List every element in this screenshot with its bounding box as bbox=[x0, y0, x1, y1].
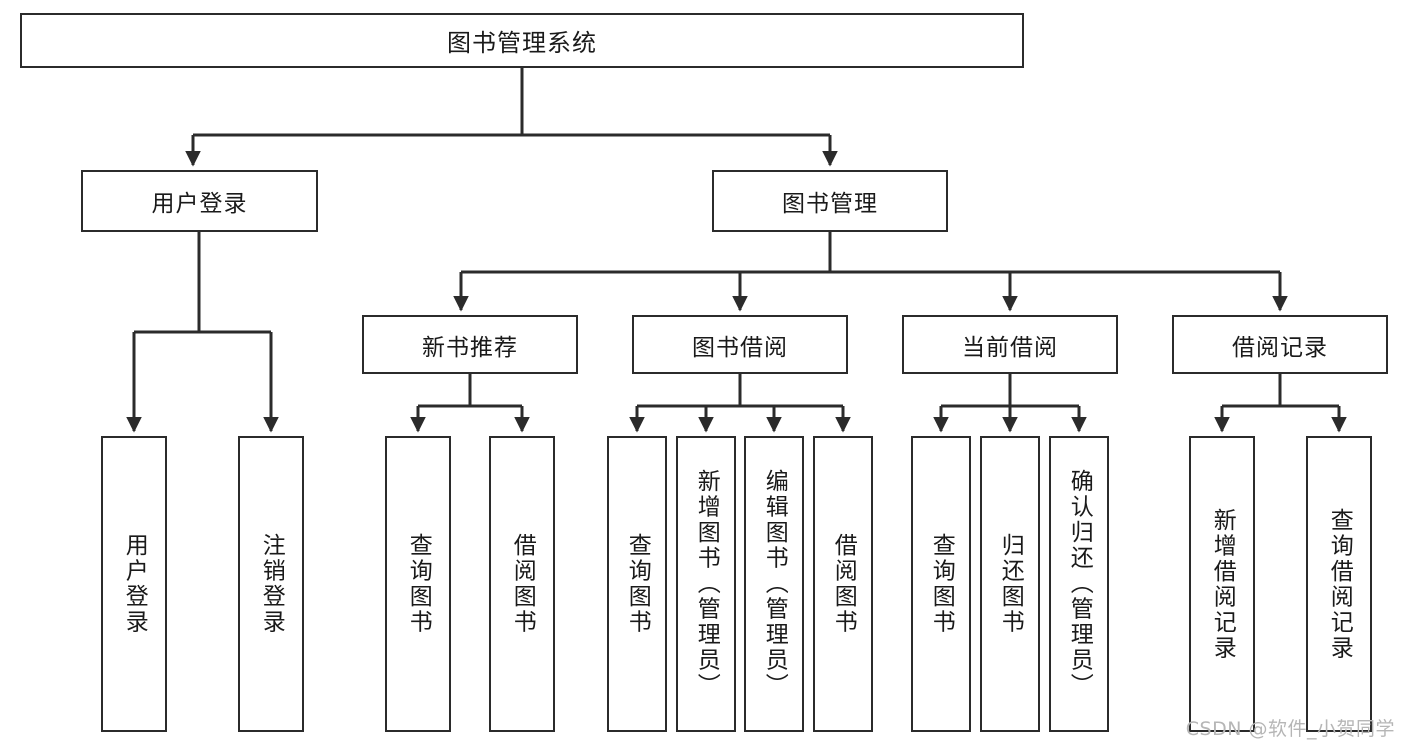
leaf-text-wrap: 查询图书 bbox=[609, 438, 665, 730]
node-label: 图书管理 bbox=[782, 191, 878, 217]
leaf-text-wrap: 新增图书（管理员） bbox=[678, 438, 734, 730]
node-new-book-recommend[interactable]: 新书推荐 bbox=[362, 315, 578, 374]
node-user-login[interactable]: 用户登录 bbox=[81, 170, 318, 232]
leaf-text-wrap: 查询借阅记录 bbox=[1308, 438, 1370, 730]
node-leaf-add-book[interactable]: 新增图书（管理员） bbox=[676, 436, 736, 732]
node-leaf-query-book-recommend[interactable]: 查询图书 bbox=[385, 436, 451, 732]
node-leaf-confirm-return[interactable]: 确认归还（管理员） bbox=[1049, 436, 1109, 732]
node-label: 借阅图书 bbox=[509, 533, 536, 635]
leaf-text-wrap: 查询图书 bbox=[913, 438, 969, 730]
leaf-text-wrap: 归还图书 bbox=[982, 438, 1038, 730]
leaf-text-wrap: 确认归还（管理员） bbox=[1051, 438, 1107, 730]
node-leaf-add-borrow-record[interactable]: 新增借阅记录 bbox=[1189, 436, 1255, 732]
node-leaf-borrow-book-recommend[interactable]: 借阅图书 bbox=[489, 436, 555, 732]
node-label: 编辑图书（管理员） bbox=[761, 469, 788, 699]
leaf-text-wrap: 新增借阅记录 bbox=[1191, 438, 1253, 730]
node-label: 图书管理系统 bbox=[447, 29, 597, 57]
node-label: 注销登录 bbox=[258, 533, 285, 635]
node-borrow-record[interactable]: 借阅记录 bbox=[1172, 315, 1388, 374]
node-leaf-borrow-book[interactable]: 借阅图书 bbox=[813, 436, 873, 732]
leaf-text-wrap: 借阅图书 bbox=[815, 438, 871, 730]
node-label: 查询借阅记录 bbox=[1326, 507, 1353, 661]
node-leaf-query-borrow-record[interactable]: 查询借阅记录 bbox=[1306, 436, 1372, 732]
node-label: 查询图书 bbox=[928, 533, 955, 635]
node-label: 查询图书 bbox=[624, 533, 651, 635]
leaf-text-wrap: 用户登录 bbox=[103, 438, 165, 730]
leaf-text-wrap: 注销登录 bbox=[240, 438, 302, 730]
node-leaf-logout[interactable]: 注销登录 bbox=[238, 436, 304, 732]
node-leaf-query-book-current[interactable]: 查询图书 bbox=[911, 436, 971, 732]
node-label: 新增图书（管理员） bbox=[693, 469, 720, 699]
node-leaf-user-login[interactable]: 用户登录 bbox=[101, 436, 167, 732]
watermark-text: CSDN @软件_小贺同学 bbox=[1185, 718, 1395, 740]
node-root-book-management-system[interactable]: 图书管理系统 bbox=[20, 13, 1024, 68]
node-label: 新书推荐 bbox=[422, 334, 518, 361]
node-label: 借阅图书 bbox=[830, 533, 857, 635]
node-label: 当前借阅 bbox=[962, 334, 1058, 361]
node-leaf-query-book-borrow[interactable]: 查询图书 bbox=[607, 436, 667, 732]
leaf-text-wrap: 查询图书 bbox=[387, 438, 449, 730]
node-book-management[interactable]: 图书管理 bbox=[712, 170, 948, 232]
node-label: 图书借阅 bbox=[692, 334, 788, 361]
node-leaf-return-book[interactable]: 归还图书 bbox=[980, 436, 1040, 732]
node-label: 新增借阅记录 bbox=[1209, 507, 1236, 661]
node-leaf-edit-book[interactable]: 编辑图书（管理员） bbox=[744, 436, 804, 732]
node-label: 用户登录 bbox=[121, 533, 148, 635]
node-label: 归还图书 bbox=[997, 533, 1024, 635]
node-book-borrow[interactable]: 图书借阅 bbox=[632, 315, 848, 374]
node-current-borrow[interactable]: 当前借阅 bbox=[902, 315, 1118, 374]
node-label: 用户登录 bbox=[151, 191, 248, 217]
node-label: 确认归还（管理员） bbox=[1066, 469, 1093, 699]
leaf-text-wrap: 编辑图书（管理员） bbox=[746, 438, 802, 730]
node-label: 借阅记录 bbox=[1232, 334, 1328, 361]
node-label: 查询图书 bbox=[405, 533, 432, 635]
leaf-text-wrap: 借阅图书 bbox=[491, 438, 553, 730]
